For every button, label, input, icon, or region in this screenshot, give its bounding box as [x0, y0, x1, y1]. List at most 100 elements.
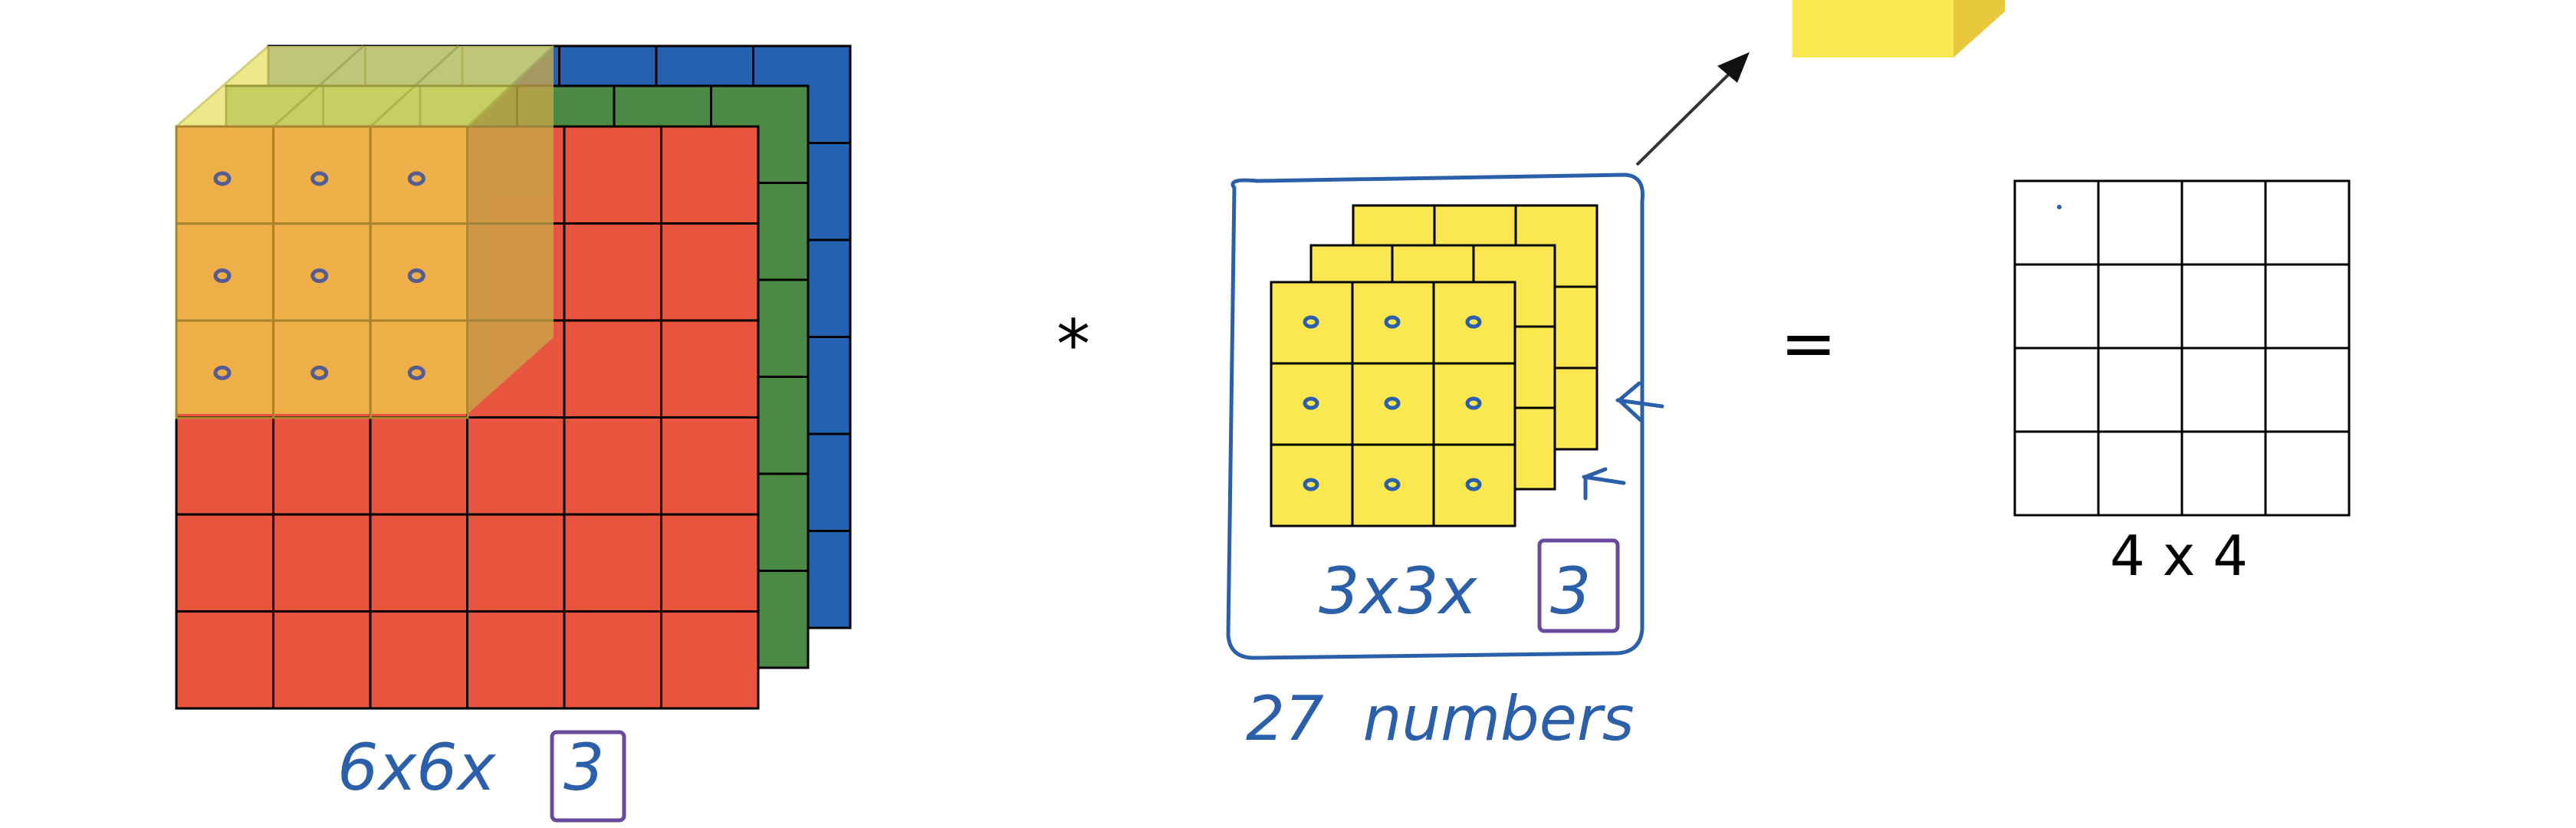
- input-cell-red: [175, 416, 274, 516]
- output-cell: [2180, 263, 2267, 350]
- yellow-cube-front: [1792, 0, 1953, 58]
- overlay-ink-dots: [213, 171, 426, 380]
- overlay-top-line: [466, 44, 555, 128]
- filter-channels-box: [1537, 538, 1620, 633]
- convolution-operator: *: [1056, 305, 1090, 384]
- filter-cell: [1270, 362, 1354, 446]
- output-cell: [2180, 347, 2267, 433]
- output-cell: [2013, 347, 2100, 433]
- ink-dot: [1303, 315, 1319, 329]
- ink-dot: [1303, 478, 1319, 491]
- input-cell-red: [369, 610, 468, 710]
- output-grid: 4 x 4: [2013, 179, 2351, 588]
- ink-dot: [407, 365, 426, 380]
- equals-operator: =: [1780, 304, 1837, 383]
- input-cell-red: [466, 610, 566, 710]
- input-cell-red: [563, 513, 662, 613]
- filter-cell: [1351, 362, 1435, 446]
- input-channels-box: [550, 730, 626, 823]
- input-cell-red: [272, 416, 372, 516]
- filter-cell: [1351, 281, 1435, 365]
- ink-dot: [1465, 396, 1482, 410]
- filter-enclosing-box: [1226, 172, 1645, 660]
- ink-dot: [310, 171, 329, 186]
- overlay-side-face: [468, 46, 554, 414]
- input-cell-red: [466, 416, 566, 516]
- ink-dot: [310, 365, 329, 380]
- input-cell-red: [660, 610, 760, 710]
- output-cell: [2264, 347, 2351, 433]
- filter-cell: [1432, 281, 1516, 365]
- output-cell: [2180, 430, 2267, 517]
- output-cells: [2013, 179, 2351, 517]
- filter-ink-dots: [1303, 315, 1482, 491]
- ink-dot: [1384, 315, 1401, 329]
- output-cell: [2097, 430, 2183, 517]
- filter-layers: [1270, 204, 1598, 527]
- filter-channels-boxed-value: 3: [1550, 554, 1591, 629]
- input-cell-red: [563, 416, 662, 516]
- input-cell-red: [660, 125, 760, 225]
- overlay-grid: [175, 44, 555, 419]
- filter-cell: [1432, 362, 1516, 446]
- output-cell: [2013, 430, 2100, 517]
- filter-cell: [1432, 443, 1516, 527]
- output-cell: [2013, 179, 2100, 266]
- ink-dot: [1384, 396, 1401, 410]
- input-cell-red: [175, 513, 274, 613]
- filter-cell: [1351, 443, 1435, 527]
- input-cell-red: [660, 416, 760, 516]
- output-cell: [2264, 263, 2351, 350]
- overlay-cell: [369, 319, 469, 419]
- ink-dot: [1465, 478, 1482, 491]
- yellow-filter-cube: [1792, 0, 2005, 58]
- input-cell-red: [563, 222, 662, 322]
- input-cell-red: [660, 222, 760, 322]
- output-cell: [2097, 179, 2183, 266]
- input-cell-red: [563, 125, 662, 225]
- ink-dot: [213, 365, 232, 380]
- input-cell-red: [660, 319, 760, 419]
- input-cell-red: [175, 610, 274, 710]
- output-cell: [2180, 179, 2267, 266]
- input-cell-red: [272, 610, 372, 710]
- output-cell: [2264, 430, 2351, 517]
- input-volume: 6x6x 3: [175, 44, 852, 823]
- filter-cell: [1270, 443, 1354, 527]
- input-cell-red: [466, 513, 566, 613]
- ink-dot: [1303, 396, 1319, 410]
- filter-count-label: 27 numbers: [1246, 683, 1635, 754]
- yellow-cube-side: [1953, 0, 2005, 58]
- filter-size-label: 3x3x: [1319, 554, 1478, 629]
- ink-dot: [407, 268, 426, 284]
- channel-arrow-upper: [1615, 381, 1664, 422]
- filter-cell: [1270, 281, 1354, 365]
- output-cell: [2097, 263, 2183, 350]
- ink-dot: [407, 171, 426, 186]
- ink-dot: [1465, 315, 1482, 329]
- output-ink-dot: [2057, 205, 2062, 209]
- filter-overlay-cube: [175, 44, 555, 419]
- ink-dot: [1384, 478, 1401, 491]
- ink-dot: [213, 268, 232, 284]
- input-cell-red: [563, 319, 662, 419]
- ink-dot: [310, 268, 329, 284]
- input-channels-boxed-value: 3: [564, 730, 604, 805]
- channel-arrow-lower: [1582, 467, 1626, 501]
- input-cell-red: [563, 610, 662, 710]
- output-cell: [2013, 263, 2100, 350]
- input-cell-red: [369, 513, 468, 613]
- input-cell-red: [369, 416, 468, 516]
- ink-dot: [213, 171, 232, 186]
- pointer-arrow-line: [1635, 61, 1742, 166]
- input-cell-red: [660, 513, 760, 613]
- input-size-label: 6x6x: [337, 730, 497, 805]
- output-cell: [2097, 347, 2183, 433]
- input-cell-red: [272, 513, 372, 613]
- output-size-label: 4 x 4: [2110, 524, 2248, 588]
- filter-layer-3: [1270, 281, 1516, 527]
- output-cell: [2264, 179, 2351, 266]
- filter-volume: 3x3x 3 27 numbers: [1226, 52, 1750, 754]
- pointer-arrow-head: [1717, 52, 1750, 83]
